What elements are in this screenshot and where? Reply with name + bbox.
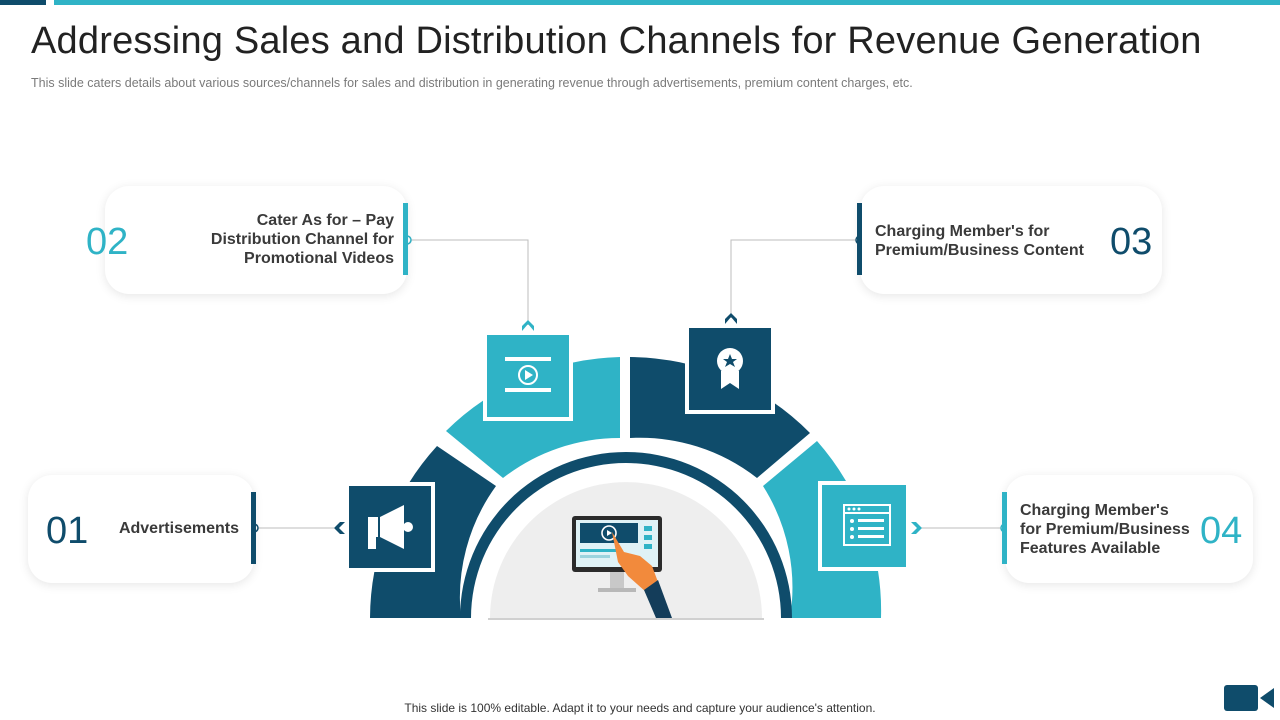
ring-segment-3 — [630, 357, 810, 478]
connector-02 — [407, 239, 529, 325]
item-card-03 — [860, 186, 1162, 294]
item-number-04: 04 — [1200, 510, 1243, 552]
video-camera-icon — [1224, 685, 1274, 711]
item-accent-bar-01 — [251, 492, 256, 564]
chevron-up-icon — [725, 313, 737, 324]
item-label-01: Advertisements — [118, 520, 239, 537]
slide-title: Addressing Sales and Distribution Channe… — [31, 20, 1202, 62]
item-label-03: Charging Member's for Premium/Business C… — [875, 223, 1084, 259]
connector-03 — [730, 239, 860, 318]
footer-note: This slide is 100% editable. Adapt it to… — [404, 701, 876, 715]
browser-list-icon — [818, 481, 910, 571]
item-card-04 — [1005, 475, 1253, 583]
slide-subtitle: This slide caters details about various … — [31, 76, 913, 90]
item-accent-bar-04 — [1002, 492, 1007, 564]
monitor-touch-icon — [572, 516, 672, 618]
top-accent-bar-teal — [54, 0, 1280, 5]
item-accent-bar-02 — [403, 203, 408, 275]
chevron-left-icon — [334, 522, 345, 534]
chevron-up-icon — [522, 320, 534, 331]
item-card-02 — [105, 186, 407, 294]
item-card-01 — [28, 475, 254, 583]
item-number-03: 03 — [1110, 221, 1153, 263]
item-label-02: Cater As for – Pay Distribution Channel … — [210, 212, 394, 267]
item-number-01: 01 — [46, 510, 89, 552]
chevron-right-icon — [911, 522, 922, 534]
top-accent-bar-dark — [0, 0, 46, 5]
megaphone-icon — [345, 482, 435, 572]
item-number-02: 02 — [86, 221, 129, 263]
item-label-04: Charging Member's for Premium/Business F… — [1020, 502, 1190, 557]
video-play-icon — [483, 331, 573, 421]
item-accent-bar-03 — [857, 203, 862, 275]
award-ribbon-icon — [685, 324, 775, 414]
